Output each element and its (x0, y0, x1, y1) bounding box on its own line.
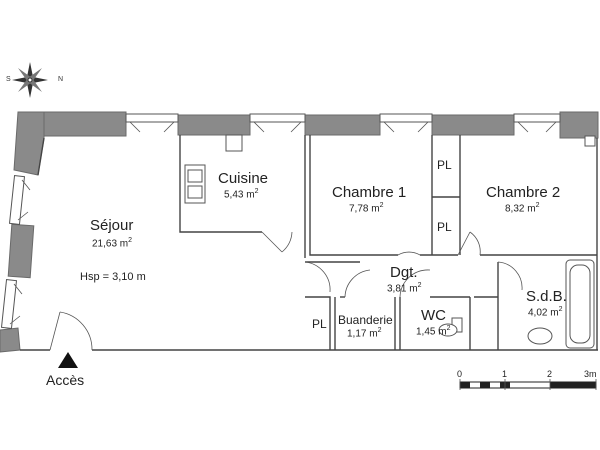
windows (0, 113, 561, 329)
compass-rose (12, 62, 48, 98)
wall-top-right (559, 111, 599, 139)
closet-label-chambre2: PL (437, 220, 452, 234)
scale-tick-3: 3m (584, 369, 597, 379)
wall-left-lower (0, 327, 21, 353)
closet-label-corridor: PL (312, 317, 327, 331)
wall-top-room2 (431, 114, 515, 136)
room-area-sejour: 21,63 m2 (92, 237, 133, 250)
room-area-sdb: 4,02 m2 (528, 306, 563, 319)
room-name-cuisine: Cuisine (218, 170, 269, 187)
scale-bar (459, 379, 597, 390)
room-name-sdb: S.d.B. (526, 288, 567, 305)
compass-south-label: S (6, 76, 11, 83)
room-area-buanderie: 1,17 m2 (347, 327, 382, 340)
room-name-sejour: Séjour (90, 217, 134, 234)
room-name-buanderie: Buanderie (338, 313, 393, 327)
entrance-arrow-icon (58, 352, 78, 368)
room-area-wc: 1,45 m2 (416, 325, 451, 338)
doors (49, 231, 523, 351)
room-area-chambre1: 7,78 m2 (349, 202, 384, 215)
room-name-chambre1: Chambre 1 (332, 184, 407, 201)
room-area-cuisine: 5,43 m2 (224, 188, 259, 201)
scale-tick-2: 2 (547, 369, 553, 379)
room-area-dgt: 3,81 m2 (387, 282, 422, 295)
room-area-chambre2: 8,32 m2 (505, 202, 540, 215)
entrance-label: Accès (46, 372, 85, 388)
scale-tick-1: 1 (502, 369, 508, 379)
wall-top-room1 (304, 114, 381, 136)
closet-label-chambre1: PL (437, 158, 452, 172)
wall-top-kitchen (177, 114, 251, 136)
scale-tick-0: 0 (457, 369, 463, 379)
room-name-wc: WC (421, 307, 446, 324)
room-name-chambre2: Chambre 2 (486, 184, 561, 201)
exterior-walls (0, 111, 599, 353)
ceiling-height: Hsp = 3,10 m (80, 271, 146, 283)
interior-walls (20, 135, 598, 351)
wall-left-middle (7, 223, 35, 279)
compass-north-label: N (58, 76, 64, 83)
room-name-dgt: Dgt. (390, 264, 418, 281)
fixtures (184, 134, 596, 349)
